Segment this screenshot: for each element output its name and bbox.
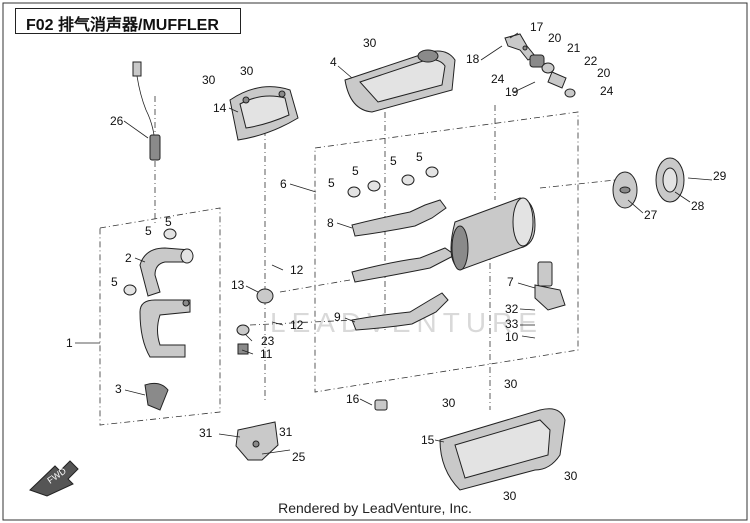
footer-credit: Rendered by LeadVenture, Inc. [278, 500, 472, 516]
callout-30a: 30 [363, 36, 377, 50]
callout-16: 16 [346, 392, 360, 406]
callout-1: 1 [66, 336, 73, 350]
callout-11: 11 [260, 347, 273, 361]
callout-30c: 30 [240, 64, 254, 78]
group-box-1 [99, 207, 221, 426]
callout-20b: 20 [597, 66, 611, 80]
part-27-spark-arrestor [612, 171, 638, 209]
callout-4: 4 [330, 55, 337, 69]
callout-5b: 5 [165, 215, 172, 229]
callout-30d: 30 [504, 377, 518, 391]
callout-9: 9 [334, 310, 341, 324]
callout-5a: 5 [145, 224, 152, 238]
callout-27: 27 [644, 208, 658, 222]
callout-7: 7 [507, 275, 514, 289]
part-6-muffler [450, 197, 536, 271]
callout-30b: 30 [202, 73, 216, 87]
part-mid-pipe [351, 247, 456, 283]
callout-25: 25 [292, 450, 306, 464]
callout-13: 13 [231, 278, 245, 292]
callout-28: 28 [691, 199, 705, 213]
callout-24b: 24 [600, 84, 614, 98]
callout-31b: 31 [279, 425, 293, 439]
callout-15: 15 [421, 433, 435, 447]
callout-32: 32 [505, 302, 519, 316]
callout-3: 3 [115, 382, 122, 396]
part-7-tail-pipe [534, 261, 566, 311]
callout-21: 21 [567, 41, 581, 55]
callout-26: 26 [110, 114, 124, 128]
callout-10: 10 [505, 330, 519, 344]
callout-31a: 31 [199, 426, 213, 440]
part-15-lower-shield [439, 408, 566, 491]
part-9-lower-pipe [351, 292, 449, 331]
callout-17: 17 [530, 20, 544, 34]
part-26-oxygen-sensor [132, 61, 161, 161]
callout-30e: 30 [442, 396, 456, 410]
leader-lines [75, 32, 713, 455]
part-3-lower-header [139, 299, 191, 411]
centerline-13 [279, 279, 351, 293]
callout-2: 2 [125, 251, 132, 265]
part-2-header-pipe [139, 247, 194, 297]
centerline-23 [249, 319, 356, 326]
part-28-end-cap [655, 157, 685, 203]
callout-14: 14 [213, 101, 227, 115]
centerline-27 [539, 179, 616, 189]
title-box [15, 8, 241, 34]
callout-6: 6 [280, 177, 287, 191]
callout-24a: 24 [491, 72, 505, 86]
part-8-upper-pipe [351, 199, 447, 237]
callout-30f: 30 [564, 469, 578, 483]
callout-19: 19 [505, 85, 519, 99]
callout-33: 33 [505, 317, 519, 331]
callout-12b: 12 [290, 318, 304, 332]
callout-12a: 12 [290, 263, 304, 277]
part-14-heat-shield [229, 86, 299, 141]
gaskets [123, 166, 439, 411]
callout-5f: 5 [390, 154, 397, 168]
callout-5d: 5 [328, 176, 335, 190]
callout-5e: 5 [352, 164, 359, 178]
part-4-top-heat-shield [344, 49, 456, 113]
callout-30g: 30 [503, 489, 517, 503]
callout-23: 23 [261, 334, 275, 348]
fwd-arrow: FWD [29, 460, 79, 497]
callout-18: 18 [466, 52, 480, 66]
part-25-lower-bracket [235, 421, 279, 461]
part-17-24-hanger-bracket [504, 33, 576, 98]
callout-29: 29 [713, 169, 727, 183]
callout-8: 8 [327, 216, 334, 230]
callout-22: 22 [584, 54, 598, 68]
callout-5g: 5 [416, 150, 423, 164]
callout-5c: 5 [111, 275, 118, 289]
callout-20a: 20 [548, 31, 562, 45]
group-box-6 [314, 111, 579, 393]
diagram-title: F02 排气消声器/MUFFLER [26, 17, 219, 34]
